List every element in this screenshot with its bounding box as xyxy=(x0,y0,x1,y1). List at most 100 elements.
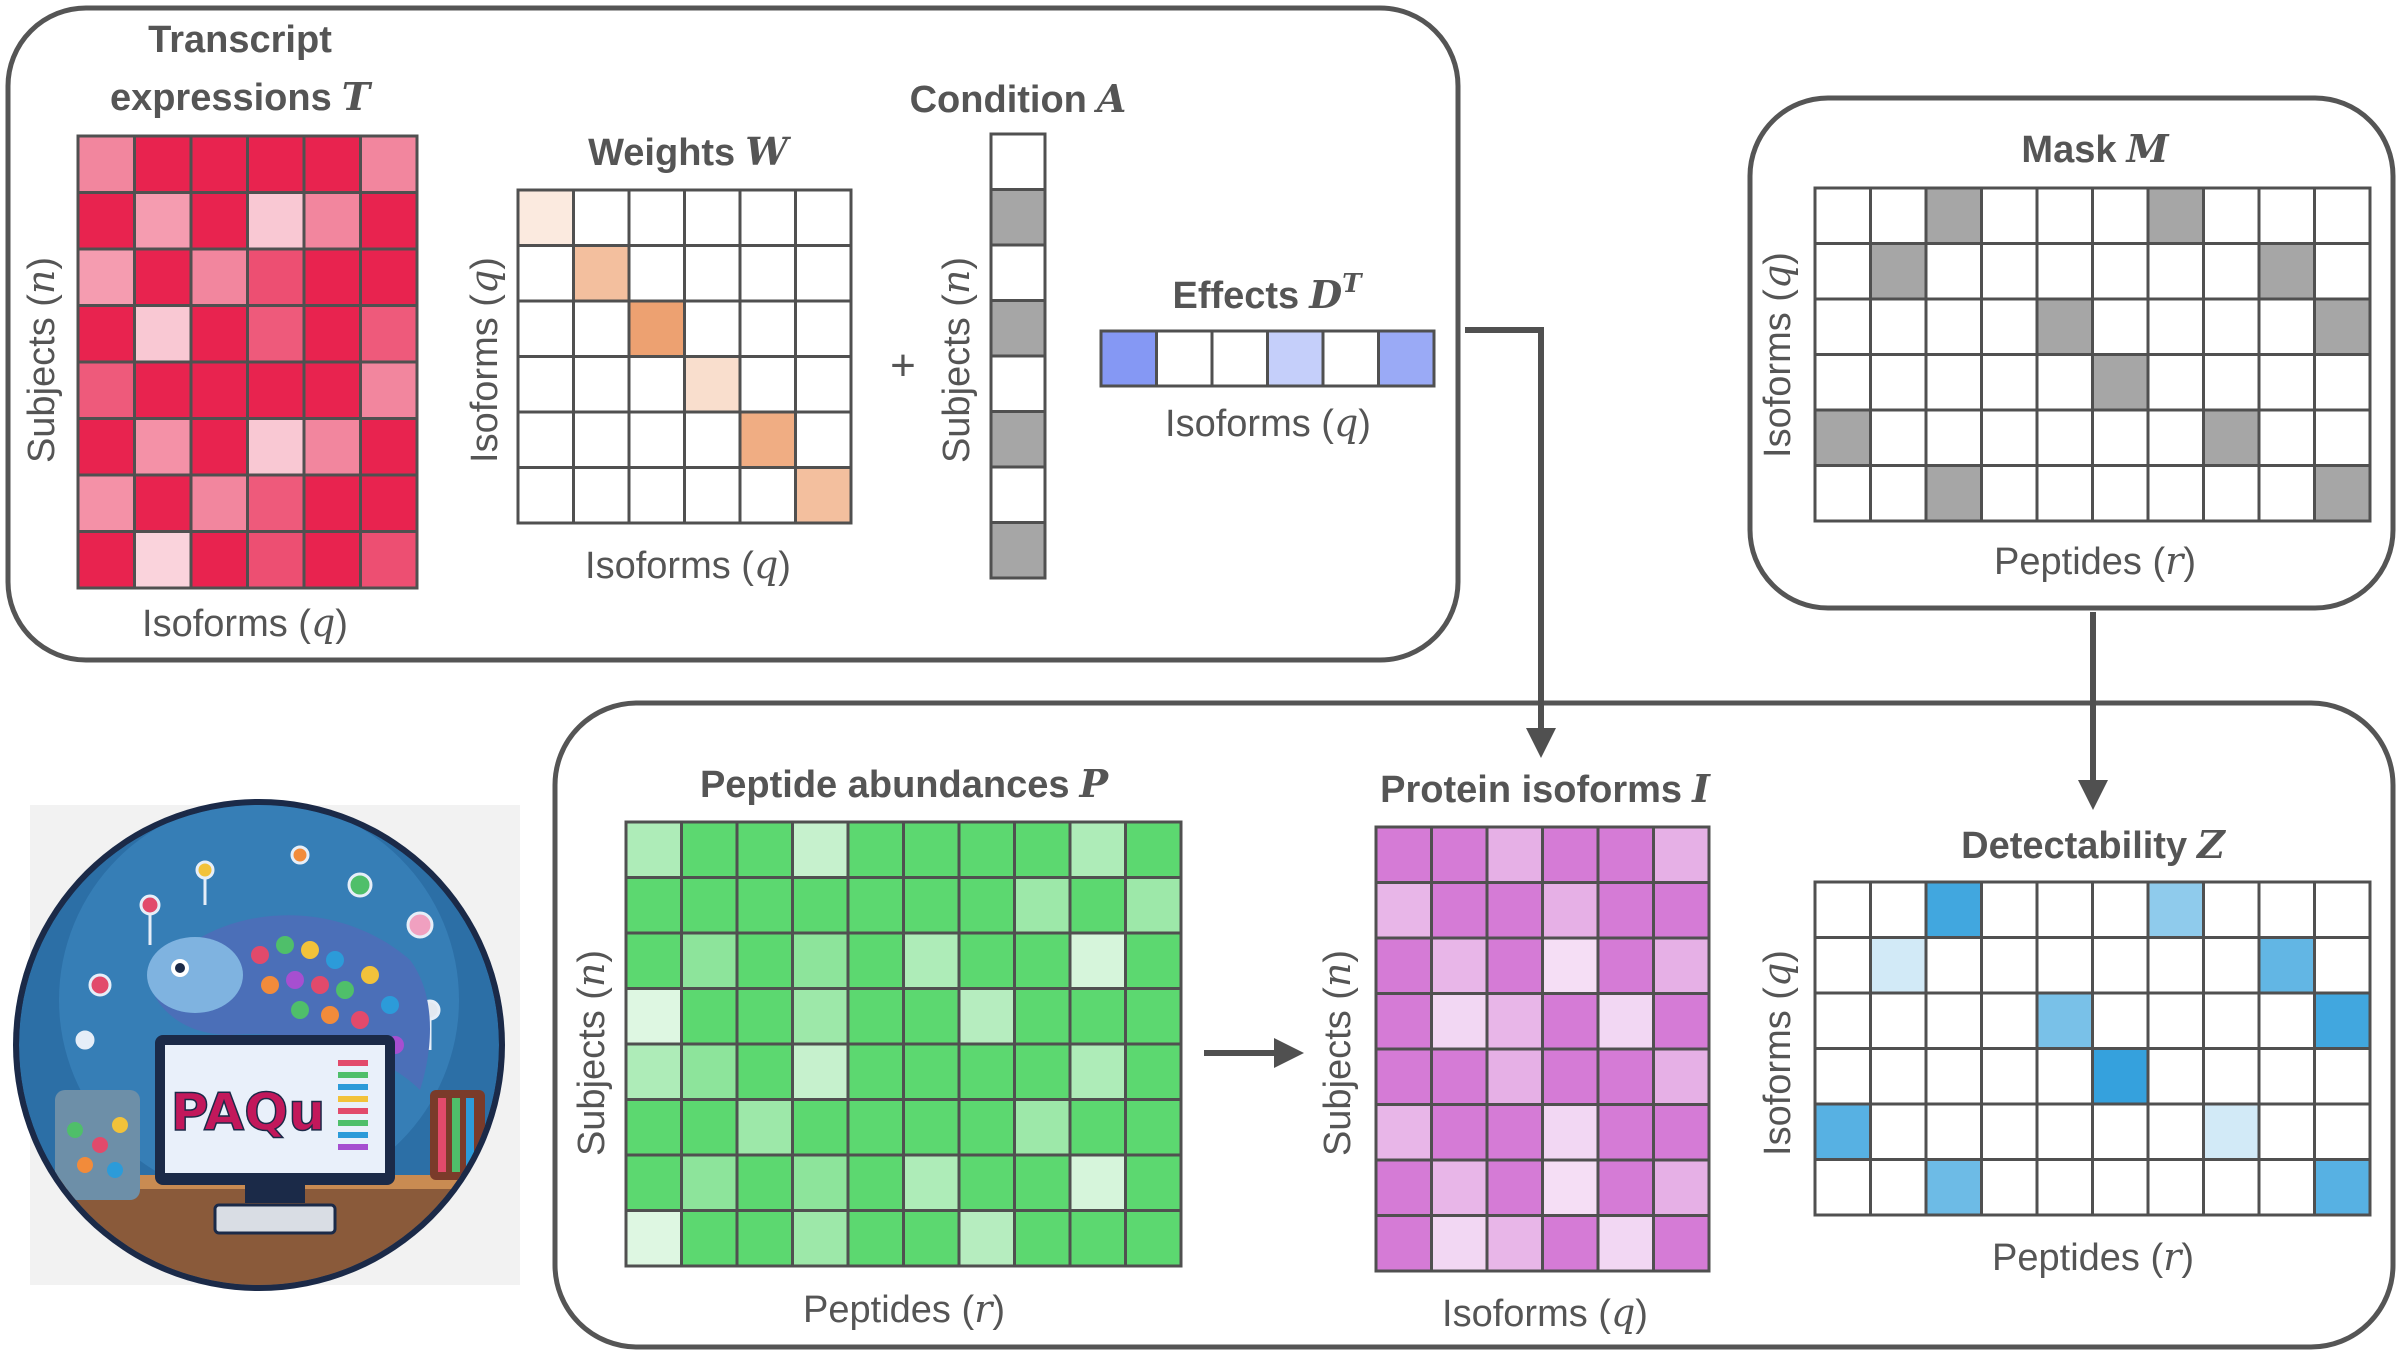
weights-cell xyxy=(738,299,797,358)
transcript-cell xyxy=(302,304,362,364)
transcript-cell xyxy=(359,360,419,420)
mask-cell xyxy=(1813,464,1872,523)
detectability-cell xyxy=(2146,1158,2205,1217)
condition-cell xyxy=(989,465,1047,524)
detectability-cell xyxy=(1924,880,1983,939)
mask-cell xyxy=(1980,242,2039,301)
mask-cell xyxy=(2257,464,2316,523)
effects-cell xyxy=(1099,329,1158,388)
peptide-cell xyxy=(791,987,850,1046)
mask-cell xyxy=(2146,353,2205,412)
mask-col-label: Peptides (r) xyxy=(1994,539,2196,583)
detectability-cell xyxy=(2257,880,2316,939)
effects-cell xyxy=(1377,329,1436,388)
mask-box xyxy=(1747,95,2396,611)
mask-cell xyxy=(1980,186,2039,245)
transcript-cell xyxy=(76,417,136,477)
detectability-cell xyxy=(2257,1158,2316,1217)
peptide-cell xyxy=(1124,876,1183,935)
peptide-cell xyxy=(791,931,850,990)
logo-text: PAQu xyxy=(171,1083,326,1143)
mask-cell xyxy=(2257,242,2316,301)
transcript-cell xyxy=(359,530,419,590)
protein-cell xyxy=(1541,1103,1600,1162)
mask-cell xyxy=(2035,242,2094,301)
detectability-cell xyxy=(2202,1047,2261,1106)
protein-cell xyxy=(1596,1158,1655,1217)
weights-cell xyxy=(794,355,853,414)
weights-cell xyxy=(572,410,631,469)
transcript-cell xyxy=(302,247,362,307)
peptide-cell xyxy=(846,820,905,879)
peptide-cell xyxy=(846,987,905,1046)
detectability-row-label: Isoforms (q) xyxy=(1755,950,1799,1156)
detectability-cell xyxy=(1924,1047,1983,1106)
detectability-cell xyxy=(2313,936,2372,995)
mask-cell xyxy=(1980,408,2039,467)
detectability-cell xyxy=(2146,936,2205,995)
detectability-cell xyxy=(2091,1102,2150,1161)
protein-cell xyxy=(1485,992,1544,1051)
peptide-cell xyxy=(957,1153,1016,1212)
peptide-cell xyxy=(1068,1042,1127,1101)
peptide-cell xyxy=(846,1042,905,1101)
peptide-cell xyxy=(1013,1042,1072,1101)
transcript-cell xyxy=(133,530,193,590)
peptide-cell xyxy=(624,931,683,990)
transcript-cell xyxy=(359,417,419,477)
detectability-cell xyxy=(2091,1158,2150,1217)
paqu-logo: PAQu xyxy=(13,799,520,1291)
peptide-cell xyxy=(680,820,739,879)
mask-cell xyxy=(2202,353,2261,412)
weights-cell xyxy=(738,244,797,303)
peptide-cell xyxy=(846,876,905,935)
weights-cell xyxy=(572,188,631,247)
effects-cell xyxy=(1155,329,1214,388)
peptide-cell xyxy=(902,1153,961,1212)
weights-cell xyxy=(627,299,686,358)
weights-cell xyxy=(794,410,853,469)
transcript-cell xyxy=(246,304,306,364)
transcript-cell xyxy=(246,191,306,251)
protein-cell xyxy=(1652,1158,1711,1217)
mask-cell xyxy=(1924,297,1983,356)
detectability-matrix xyxy=(1813,880,2372,1217)
peptide-cell xyxy=(1124,1042,1183,1101)
transcript-cell xyxy=(246,134,306,194)
mask-cell xyxy=(1813,297,1872,356)
detectability-cell xyxy=(1813,880,1872,939)
weights-cell xyxy=(794,188,853,247)
peptide-cell xyxy=(791,876,850,935)
protein-cell xyxy=(1485,1158,1544,1217)
mask-cell xyxy=(1869,297,1928,356)
mask-cell xyxy=(2035,297,2094,356)
protein-cell xyxy=(1596,881,1655,940)
protein-cell xyxy=(1485,1214,1544,1273)
peptide-cell xyxy=(791,1153,850,1212)
peptide-cell xyxy=(624,820,683,879)
peptide-cell xyxy=(624,1209,683,1268)
detectability-cell xyxy=(2313,1158,2372,1217)
peptide-cell xyxy=(846,1098,905,1157)
mask-cell xyxy=(2035,408,2094,467)
protein-col-label: Isoforms (q) xyxy=(1442,1291,1648,1335)
protein-cell xyxy=(1541,936,1600,995)
detectability-cell xyxy=(2035,991,2094,1050)
detectability-cell xyxy=(2313,1102,2372,1161)
transcript-cell xyxy=(359,473,419,533)
protein-cell xyxy=(1485,881,1544,940)
mask-matrix xyxy=(1813,186,2372,523)
peptide-cell xyxy=(1068,987,1127,1046)
peptide-cell xyxy=(1124,1209,1183,1268)
peptide-cell xyxy=(735,876,794,935)
transcript-cell xyxy=(133,360,193,420)
peptide-cell xyxy=(1013,876,1072,935)
mask-cell xyxy=(2146,297,2205,356)
peptide-cell xyxy=(1013,1153,1072,1212)
peptide-cell xyxy=(1068,876,1127,935)
